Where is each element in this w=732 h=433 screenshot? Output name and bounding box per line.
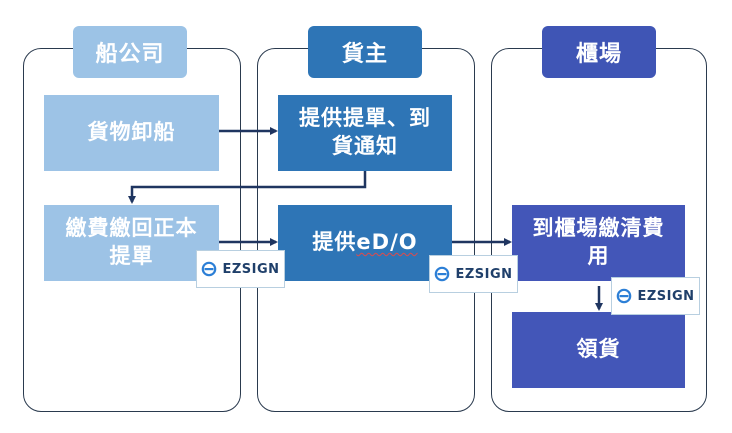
- ezsign-logo-icon: [617, 288, 632, 304]
- step-pickup-goods: 領貨: [512, 312, 685, 388]
- step-pay-at-yard: 到櫃場繳清費用: [512, 205, 685, 281]
- step-provide-edo-prefix: 提供: [312, 230, 357, 255]
- step-provide-edo-suffix: eD/O: [356, 230, 418, 255]
- lane-title-shipping-company: 船公司: [73, 26, 187, 78]
- ezsign-badge-label: EZSIGN: [637, 288, 695, 304]
- ezsign-badge-label: EZSIGN: [455, 266, 513, 282]
- lane-title-consignee: 貨主: [308, 26, 422, 78]
- step-pay-return-original-bl: 繳費繳回正本提單: [44, 205, 219, 281]
- step-unload-cargo: 貨物卸船: [44, 95, 219, 171]
- step-provide-bl-arrival-notice: 提供提單、到貨通知: [278, 95, 452, 171]
- arrow-provide-bl-to-pay-return: [128, 171, 367, 204]
- ezsign-logo-icon: [435, 266, 450, 282]
- lane-title-container-yard: 櫃場: [542, 26, 656, 78]
- ezsign-badge-label: EZSIGN: [222, 261, 280, 277]
- ezsign-logo-icon: [202, 261, 217, 277]
- ezsign-badge-3: EZSIGN: [611, 277, 700, 315]
- ezsign-badge-1: EZSIGN: [196, 250, 285, 288]
- ezsign-badge-2: EZSIGN: [429, 255, 518, 293]
